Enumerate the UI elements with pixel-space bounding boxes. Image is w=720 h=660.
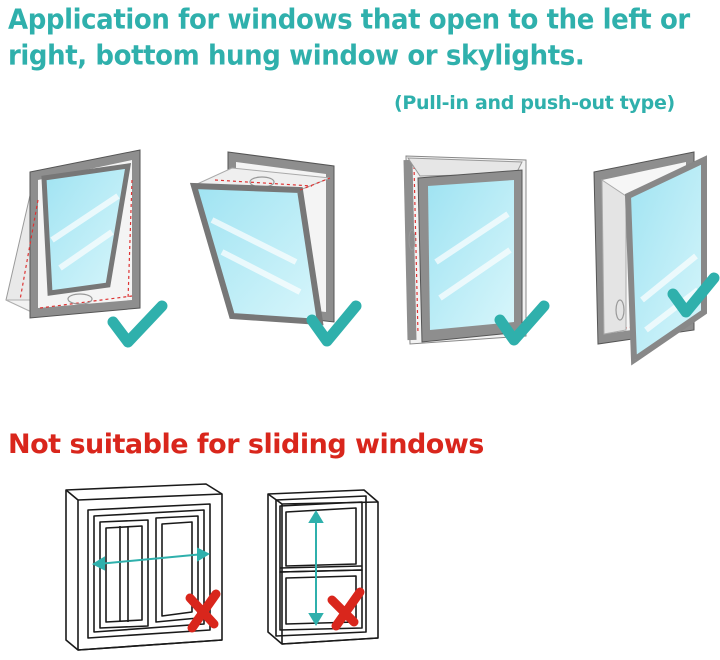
vertical-arrow-icon	[308, 510, 324, 626]
horizontal-sliding-window-illustration	[65, 483, 223, 651]
outward-casement-window-illustration	[593, 151, 707, 366]
unsuitable-heading: Not suitable for sliding windows	[8, 429, 484, 460]
check-icon	[667, 272, 720, 318]
casement-window-illustration	[403, 155, 527, 345]
check-icon	[306, 300, 362, 347]
page-title: Application for windows that open to the…	[8, 4, 690, 72]
hopper-window-illustration	[189, 151, 335, 326]
cross-icon	[327, 587, 365, 631]
vertical-sliding-window-illustration	[267, 489, 379, 645]
awning-window-illustration	[5, 149, 141, 319]
check-icon	[494, 300, 550, 346]
check-icon	[107, 300, 168, 348]
opening-type-note: (Pull-in and push-out type)	[394, 92, 675, 114]
horizontal-arrow-icon	[91, 547, 211, 571]
cross-icon	[185, 589, 221, 633]
